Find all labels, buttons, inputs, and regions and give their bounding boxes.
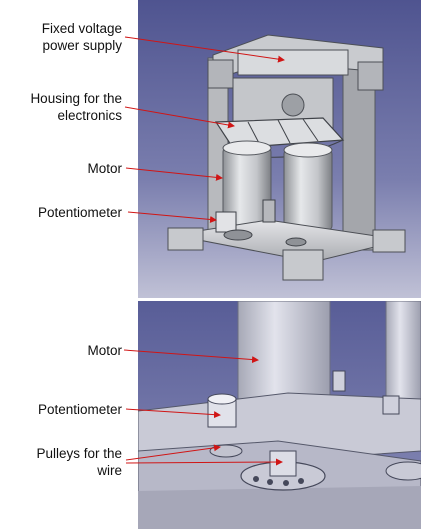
cad-render-assembly — [138, 0, 421, 298]
label-motor-top: Motor — [87, 161, 122, 176]
label-pulleys-line1: Pulleys for the — [36, 446, 122, 461]
label-potentiometer-bottom: Potentiometer — [37, 402, 122, 417]
label-motor-bottom: Motor — [87, 343, 122, 358]
cad-render-closeup — [138, 301, 421, 529]
label-power-supply: Fixed voltage power supply — [42, 20, 122, 54]
assembly-illustration — [138, 0, 421, 298]
label-power-supply-line2: power supply — [42, 38, 122, 53]
label-pulleys: Pulleys for the wire — [36, 445, 122, 479]
label-housing-line1: Housing for the — [30, 91, 122, 106]
closeup-illustration — [138, 301, 421, 529]
label-housing-line2: electronics — [57, 108, 122, 123]
label-pulleys-line2: wire — [97, 463, 122, 478]
label-potentiometer-top: Potentiometer — [37, 205, 122, 220]
label-housing: Housing for the electronics — [30, 90, 122, 124]
label-power-supply-line1: Fixed voltage — [41, 21, 122, 36]
